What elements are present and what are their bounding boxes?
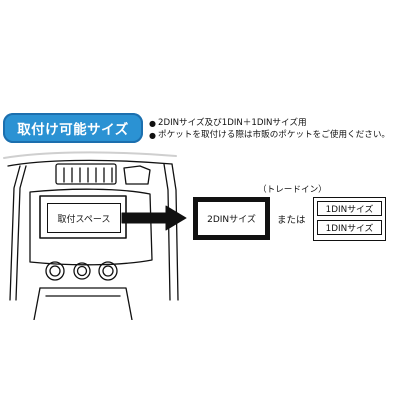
- mount-space-label: 取付スペース: [47, 203, 121, 233]
- bullet-icon: ●: [149, 119, 156, 128]
- mountable-size-badge: 取付け可能サイズ: [3, 113, 143, 143]
- note-item: ● ポケットを取付ける際は市販のポケットをご使用ください。: [149, 130, 390, 141]
- note-text: ポケットを取付ける際は市販のポケットをご使用ください。: [157, 130, 391, 140]
- badge-label: 取付け可能サイズ: [17, 122, 129, 138]
- din1-stack: 1DINサイズ 1DINサイズ: [313, 197, 386, 241]
- dashboard-illustration: [3, 151, 187, 320]
- din1-bottom-label: 1DINサイズ: [317, 220, 382, 235]
- bullet-icon: ●: [149, 131, 156, 140]
- note-item: ● 2DINサイズ及び1DIN＋1DINサイズ用: [149, 118, 307, 129]
- note-text: 2DINサイズ及び1DIN＋1DINサイズ用: [157, 118, 307, 128]
- din1-top-label: 1DINサイズ: [317, 201, 382, 216]
- tradein-label: （トレードイン）: [258, 185, 327, 195]
- din2-label: 2DINサイズ: [197, 201, 266, 236]
- or-label: または: [277, 215, 306, 226]
- din2-unit: 2DINサイズ: [193, 197, 270, 240]
